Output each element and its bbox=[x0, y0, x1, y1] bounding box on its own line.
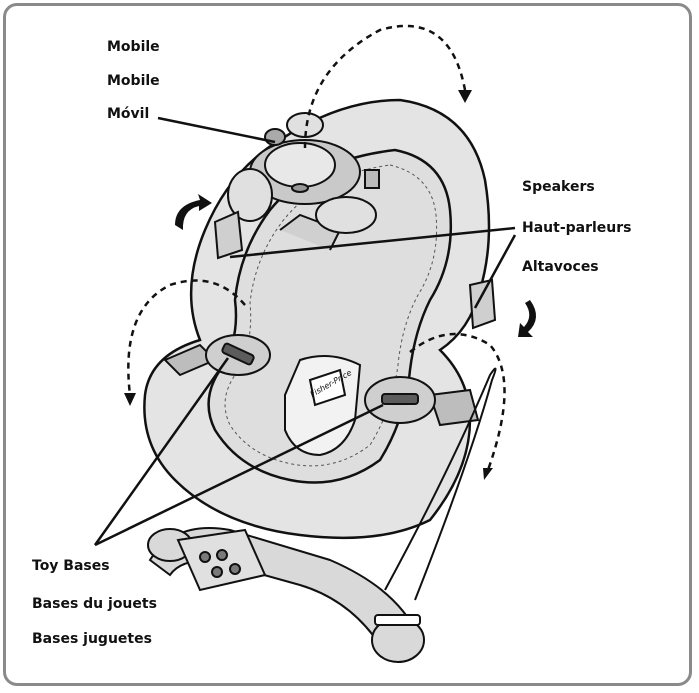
speaker-right bbox=[470, 280, 495, 328]
speakers-label-fr: Haut-parleurs bbox=[522, 221, 632, 235]
toy-base-left bbox=[165, 335, 270, 375]
toy-bases-label-es: Bases juguetes bbox=[32, 632, 152, 646]
speakers-label-en: Speakers bbox=[522, 180, 595, 194]
toy-bases-label-en: Toy Bases bbox=[32, 559, 110, 573]
mobile-label-es: Móvil bbox=[107, 107, 149, 121]
mobile-label-fr: Mobile bbox=[107, 74, 160, 88]
toy-bases-label-fr: Bases du jouets bbox=[32, 597, 157, 611]
mobile-label-en: Mobile bbox=[107, 40, 160, 54]
speakers-label-es: Altavoces bbox=[522, 260, 599, 274]
foot-pad bbox=[375, 615, 420, 625]
